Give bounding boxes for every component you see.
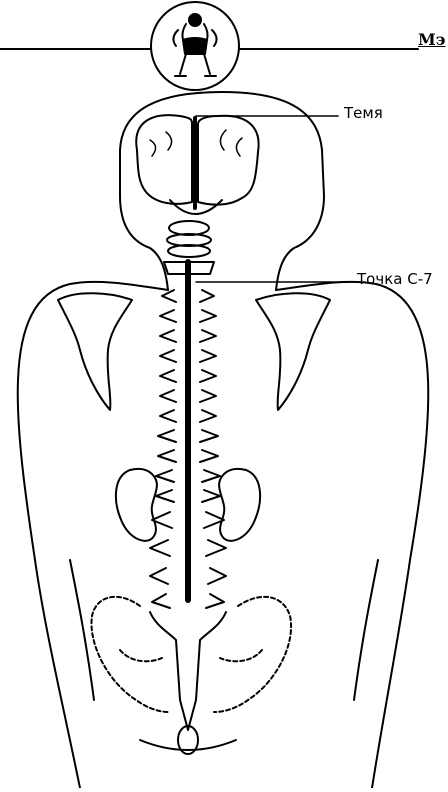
arm-inner-left (70, 560, 94, 700)
scapula-left (58, 293, 132, 410)
c7-point-label: Точка С-7 (357, 272, 433, 287)
scapula-right (256, 293, 330, 410)
arm-inner-right (354, 560, 378, 700)
header-title-fragment: Мэ (418, 32, 445, 48)
spinal-column (150, 262, 226, 608)
pelvis (91, 597, 291, 754)
crown-label: Темя (344, 106, 383, 121)
kidney-right (219, 469, 260, 541)
brain (136, 115, 258, 214)
head-outline (120, 92, 324, 290)
kidney-left (116, 469, 157, 541)
meditating-figure-icon (151, 2, 239, 90)
